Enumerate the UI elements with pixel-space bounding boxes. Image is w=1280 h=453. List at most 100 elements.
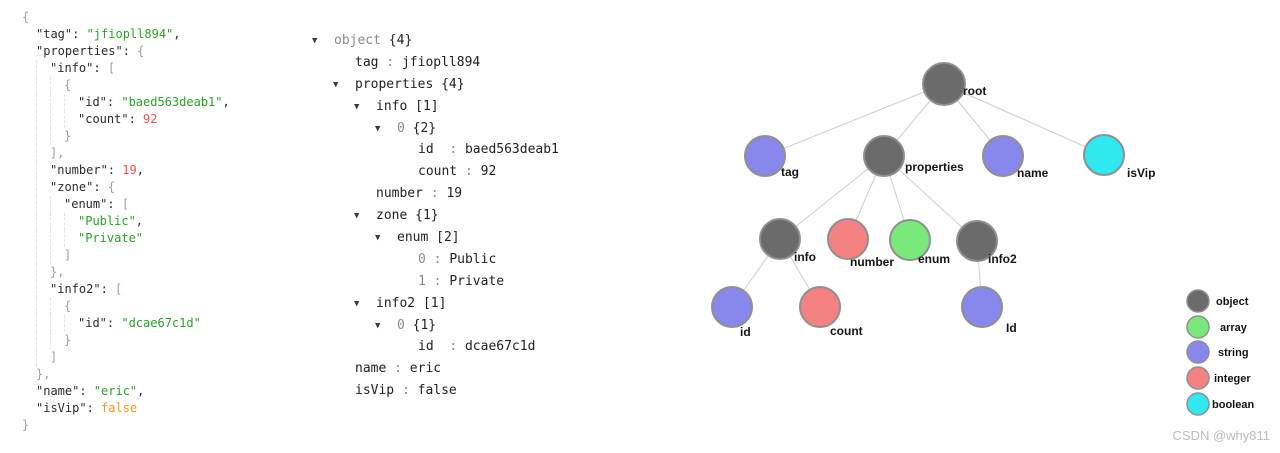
indent-guide bbox=[50, 230, 64, 247]
indent-guide bbox=[36, 247, 50, 264]
graph-node-Id[interactable] bbox=[961, 286, 1003, 328]
json-line: ] bbox=[22, 247, 230, 264]
legend-swatch-string bbox=[1186, 340, 1210, 364]
collapse-arrow-icon[interactable]: ▼ bbox=[312, 36, 318, 46]
tree-row: number : 19 bbox=[312, 183, 559, 205]
json-token-brace: ] bbox=[50, 350, 58, 364]
graph-node-info[interactable] bbox=[759, 218, 801, 260]
json-token-brace: [ bbox=[121, 197, 130, 211]
tree-text: info2 bbox=[376, 295, 423, 311]
indent-guide bbox=[50, 94, 64, 111]
indent-guide bbox=[50, 213, 64, 230]
tree-text: 0 : bbox=[418, 251, 450, 267]
json-token-str: "baed563deab1" bbox=[121, 95, 223, 109]
json-line: "Private" bbox=[22, 230, 230, 247]
json-line: } bbox=[22, 417, 230, 434]
collapse-arrow-icon[interactable]: ▼ bbox=[375, 320, 381, 331]
indent-guide bbox=[64, 94, 78, 111]
tree-row: 1 : Private bbox=[312, 271, 559, 293]
collapse-arrow-icon[interactable]: ▼ bbox=[333, 79, 339, 90]
json-token-punc: , bbox=[137, 384, 145, 398]
json-token-punc: : bbox=[93, 61, 108, 75]
graph-node-label: enum bbox=[918, 252, 950, 266]
json-token-punc: : bbox=[86, 401, 102, 415]
json-line: "id": "dcae67c1d" bbox=[22, 315, 230, 332]
json-token-brace: } bbox=[64, 333, 72, 347]
collapse-arrow-icon[interactable]: ▼ bbox=[375, 233, 381, 244]
indent-guide bbox=[36, 94, 50, 111]
indent-guide bbox=[50, 196, 64, 213]
tree-text: properties bbox=[355, 76, 442, 92]
json-token-brace: ], bbox=[50, 146, 65, 160]
graph-node-isVip[interactable] bbox=[1083, 134, 1125, 176]
json-token-punc: : bbox=[72, 27, 87, 41]
json-line: { bbox=[22, 9, 230, 26]
indent-guide bbox=[36, 145, 50, 162]
indent-guide bbox=[64, 315, 78, 332]
json-token-key: "count" bbox=[78, 112, 129, 126]
json-token-brace: ] bbox=[64, 248, 72, 262]
indent-guide bbox=[36, 213, 50, 230]
graph-node-label: Id bbox=[1006, 321, 1017, 335]
json-token-brace: } bbox=[64, 129, 72, 143]
tree-row: ▼zone {1} bbox=[312, 205, 559, 227]
indent-guide bbox=[36, 332, 50, 349]
graph-node-properties[interactable] bbox=[863, 135, 905, 177]
collapse-arrow-icon[interactable]: ▼ bbox=[354, 211, 360, 222]
json-token-punc: : bbox=[128, 112, 144, 126]
tree-text: : bbox=[430, 186, 447, 202]
collapse-arrow-icon[interactable]: ▼ bbox=[375, 123, 381, 134]
json-token-punc: : bbox=[107, 197, 122, 211]
indent-guide bbox=[36, 196, 50, 213]
json-token-brace: [ bbox=[115, 282, 123, 296]
graph-node-number[interactable] bbox=[827, 218, 869, 260]
watermark: CSDN @why811 bbox=[1172, 428, 1271, 443]
tree-row: ▼info2 [1] bbox=[312, 293, 559, 315]
graph-node-enum[interactable] bbox=[889, 219, 931, 261]
graph-node-tag[interactable] bbox=[744, 135, 786, 177]
tree-text: id bbox=[418, 339, 450, 355]
collapse-arrow-icon[interactable]: ▼ bbox=[354, 101, 360, 112]
json-token-brace: [ bbox=[107, 61, 116, 75]
indent-guide bbox=[36, 349, 50, 366]
json-token-str: "dcae67c1d" bbox=[121, 316, 201, 330]
json-token-punc: , bbox=[135, 214, 144, 228]
tree-text: isVip bbox=[355, 383, 402, 399]
legend-label: boolean bbox=[1212, 399, 1254, 411]
legend-label: object bbox=[1216, 296, 1249, 308]
json-token-str: "eric" bbox=[93, 384, 138, 398]
json-token-str: "jfiopll894" bbox=[86, 27, 174, 41]
tree-text: tag bbox=[355, 54, 379, 70]
json-token-brace: { bbox=[64, 299, 72, 313]
tree-row: count : 92 bbox=[312, 161, 559, 183]
json-line: "count": 92 bbox=[22, 111, 230, 128]
json-line: ], bbox=[22, 145, 230, 162]
json-token-key: "zone" bbox=[50, 180, 94, 194]
collapse-arrow-icon[interactable]: ▼ bbox=[354, 298, 360, 309]
json-token-punc: : bbox=[106, 316, 122, 330]
graph-node-id[interactable] bbox=[711, 286, 753, 328]
indent-guide bbox=[36, 162, 50, 179]
json-line: "name": "eric", bbox=[22, 383, 230, 400]
indent-guide bbox=[36, 230, 50, 247]
json-source-panel: {"tag": "jfiopll894","properties": {"inf… bbox=[22, 9, 230, 434]
legend-label: integer bbox=[1214, 373, 1251, 385]
graph-node-name[interactable] bbox=[982, 135, 1024, 177]
tree-text: enum bbox=[397, 230, 437, 246]
json-line: } bbox=[22, 332, 230, 349]
legend-label: string bbox=[1218, 347, 1249, 359]
tree-text: id bbox=[418, 142, 450, 158]
graph-node-root[interactable] bbox=[922, 62, 966, 106]
graph-node-count[interactable] bbox=[799, 286, 841, 328]
legend-swatch-object bbox=[1186, 289, 1210, 313]
legend-swatch-boolean bbox=[1186, 392, 1210, 416]
json-tree-panel: ▼object {4}tag : jfiopll894▼properties {… bbox=[312, 30, 559, 402]
json-token-key: "info" bbox=[50, 61, 94, 75]
json-token-punc: : bbox=[100, 282, 116, 296]
json-line: "Public", bbox=[22, 213, 230, 230]
tree-text: : bbox=[449, 142, 465, 158]
tree-text: : bbox=[401, 383, 418, 399]
graph-node-info2[interactable] bbox=[956, 220, 998, 262]
tree-text: : bbox=[464, 164, 481, 180]
